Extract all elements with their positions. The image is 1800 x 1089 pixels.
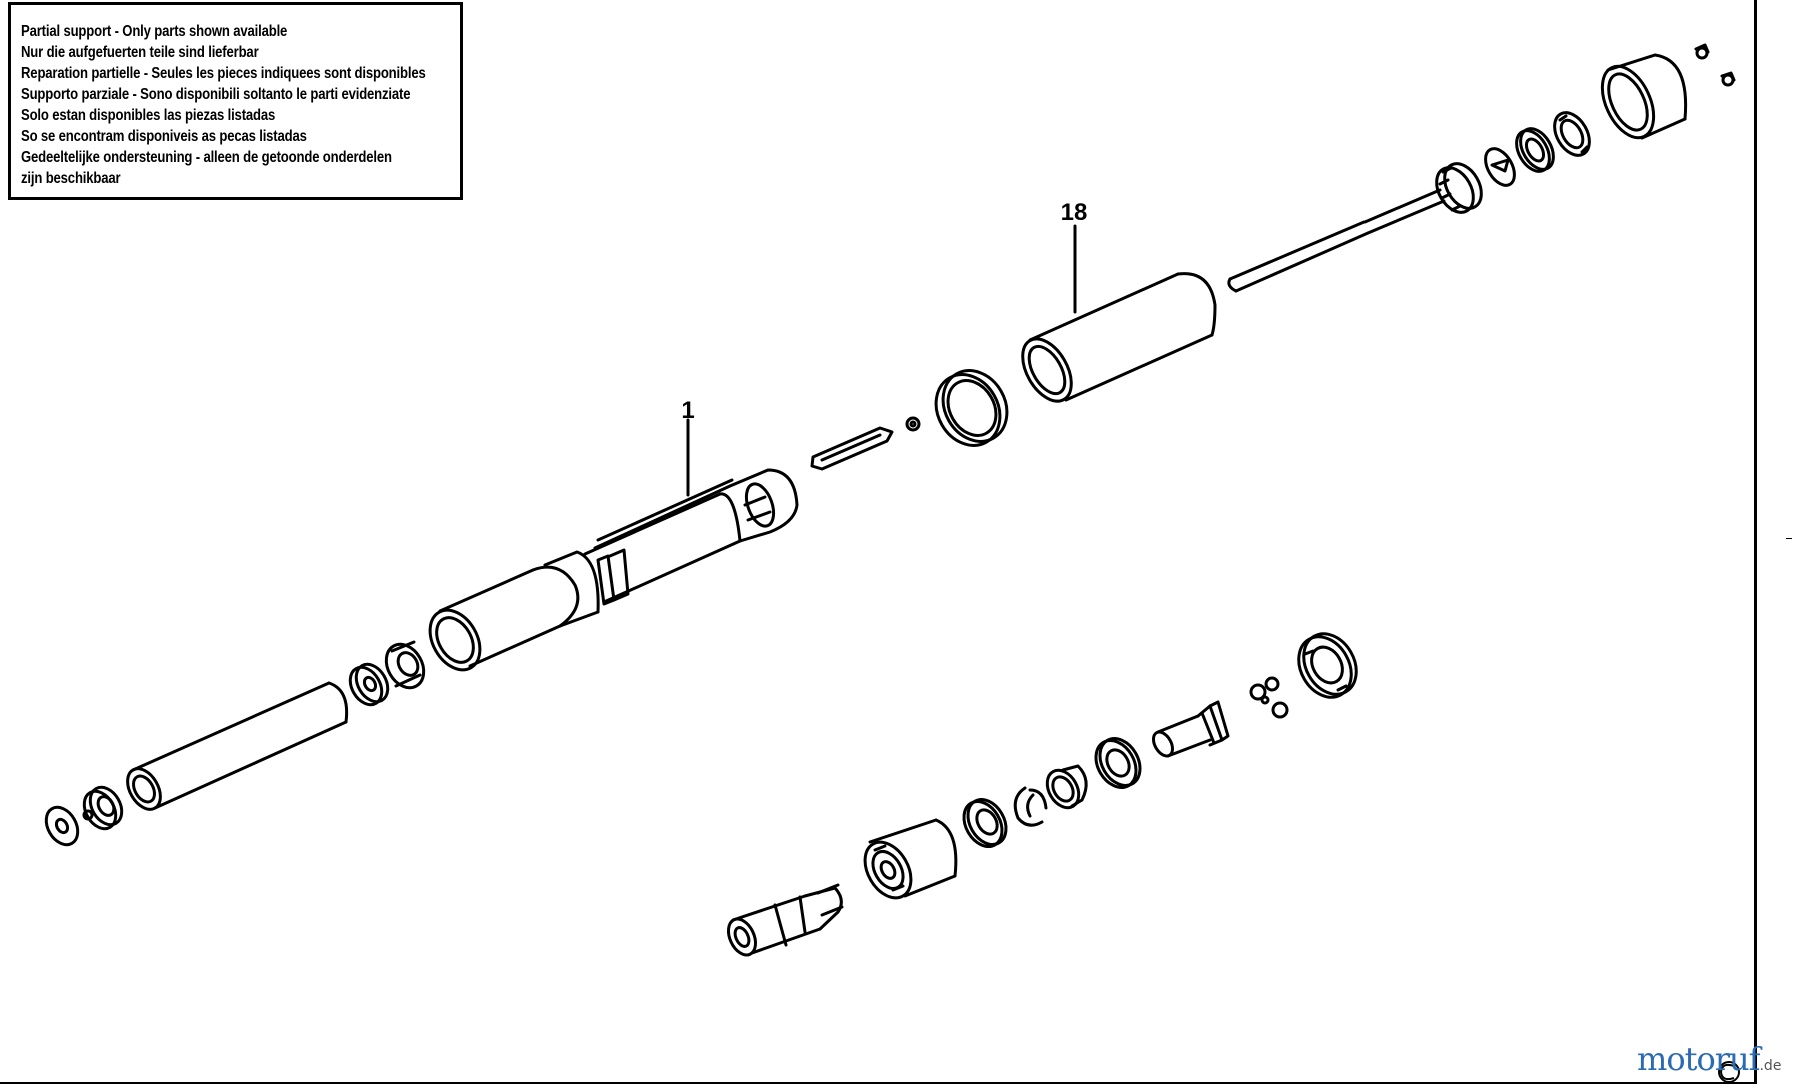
watermark-brand: motoruf [1637,1040,1760,1078]
clamp-ring-part [934,369,1009,447]
cap-nut-part [1720,71,1736,87]
notice-line-fr: Reparation partielle - Seules les pieces… [21,65,426,82]
callout-18: 18 [1061,199,1088,226]
ball-bearing-part [1553,111,1591,157]
lower-bearing-part [962,798,1008,848]
bushing-part [1045,764,1088,810]
thrust-washer-part [1484,147,1516,187]
end-bearing-part [82,785,124,831]
cap-screw-part [1694,43,1710,60]
pinion-gear-part [1435,162,1483,214]
small-washer-part [905,416,921,432]
ball-set-part [1249,676,1289,719]
long-tube-part [126,681,349,811]
housing-part-1 [428,468,799,672]
drive-shaft-part [1227,188,1446,293]
snap-ring-part [1013,786,1048,827]
edge-mark [1786,538,1792,539]
drawing-frame [0,0,1757,1084]
lock-nut-part [384,640,426,690]
notice-line-nl-cont: zijn beschikbaar [21,170,121,187]
drive-ring-part [1297,632,1358,699]
collet-spindle-part [726,883,844,957]
notice-line-de: Nur die aufgefuerten teile sind lieferba… [21,44,259,61]
end-cap-part [1600,53,1688,140]
copyright-icon [1718,1061,1740,1083]
end-washer-part [44,805,80,847]
notice-line-it: Supporto parziale - Sono disponibili sol… [21,86,411,103]
callout-1: 1 [681,397,694,424]
needle-bearing-part [1515,127,1555,173]
gear-bearing-part [1094,737,1142,789]
chuck-body-part [863,818,958,900]
key-part [810,426,894,471]
watermark: motoruf.de [1637,1040,1781,1078]
sleeve-part-18 [1021,272,1217,403]
watermark-suffix: .de [1759,1058,1782,1074]
notice-line-nl: Gedeeltelijke ondersteuning - alleen de … [21,149,392,166]
notice-line-es: Solo estan disponibles las piezas listad… [21,107,276,124]
availability-notice: Partial support - Only parts shown avail… [8,2,463,200]
notice-line-en: Partial support - Only parts shown avail… [21,23,288,40]
notice-line-pt: So se encontram disponiveis as pecas lis… [21,128,307,145]
drive-spindle-part [1152,700,1230,758]
spacer-washer-part [348,662,390,707]
